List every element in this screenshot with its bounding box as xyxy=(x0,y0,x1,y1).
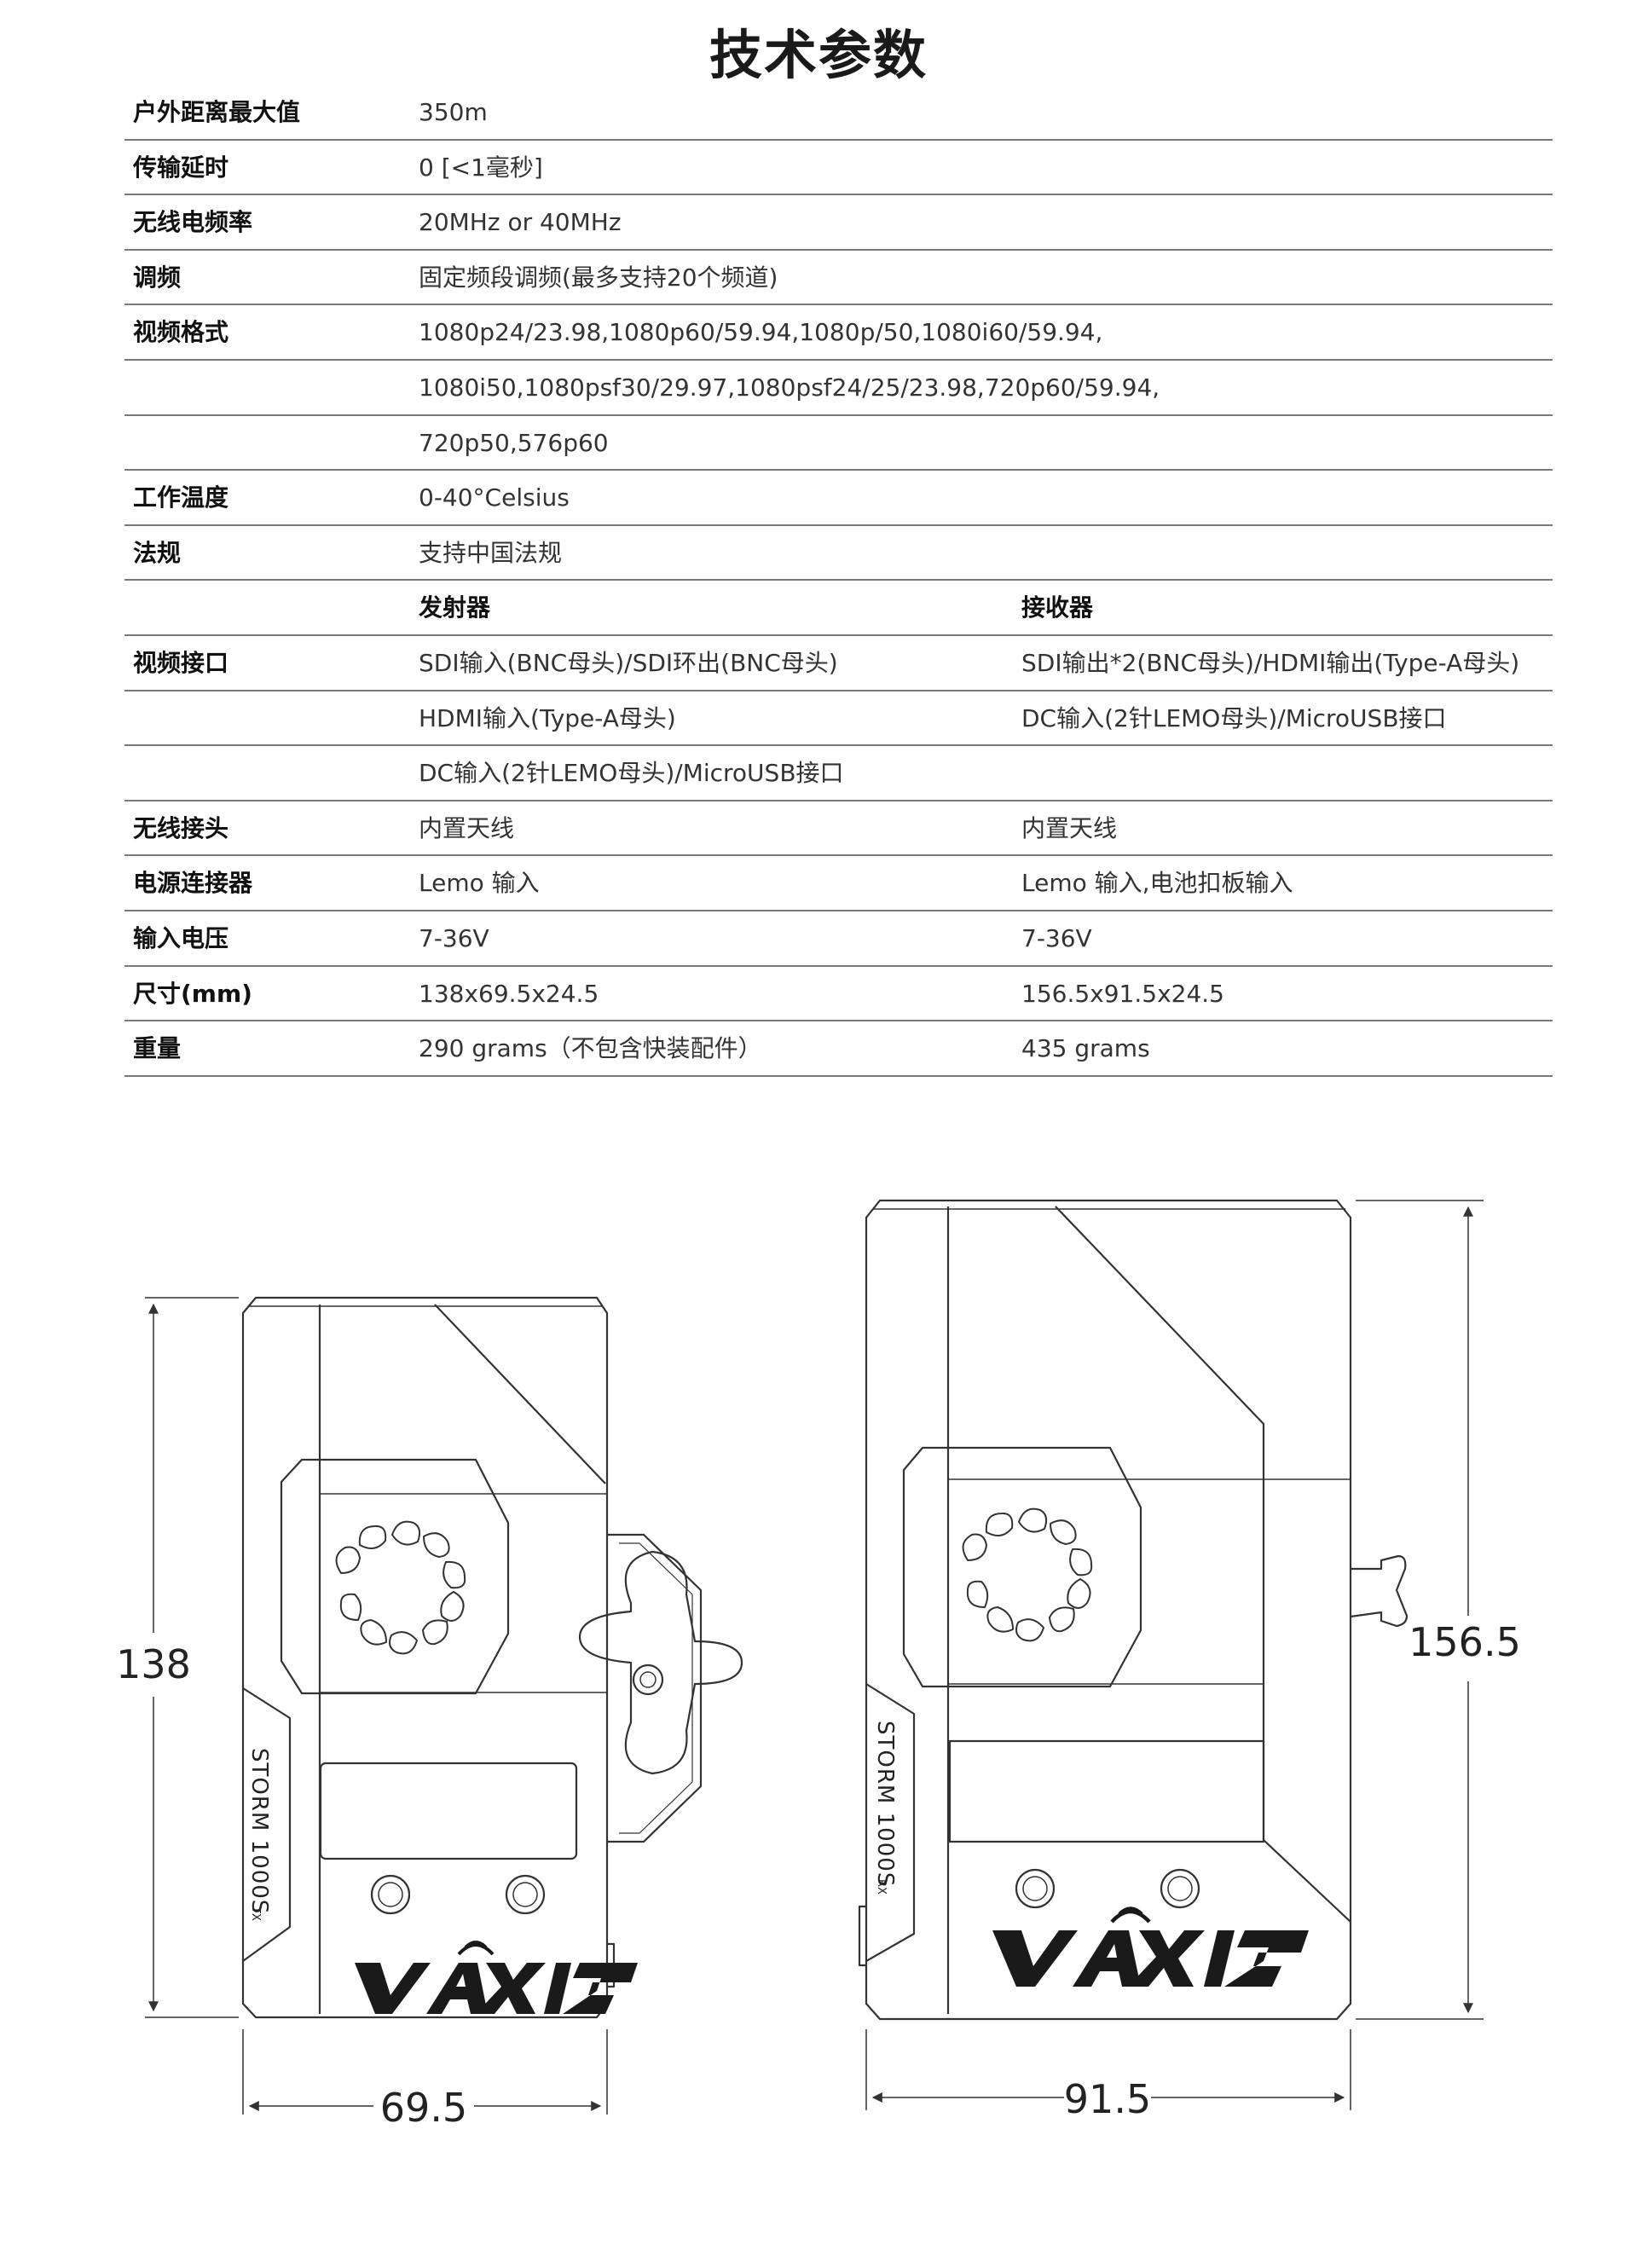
spec-row: 输入电压 7-36V 7-36V xyxy=(124,911,1553,967)
spec-value-transmitter: Lemo 输入 xyxy=(419,869,540,898)
spec-value-receiver: 156.5x91.5x24.5 xyxy=(1021,979,1224,1008)
spec-value-receiver: SDI输出*2(BNC母头)/HDMI输出(Type-A母头) xyxy=(1021,648,1520,677)
tx-model-label: STORM 1000S xyxy=(246,1748,272,1914)
spec-row: 工作温度 0-40°Celsius xyxy=(124,471,1553,526)
tx-device xyxy=(241,1296,743,2019)
spec-value-transmitter: 0 [<1毫秒] xyxy=(419,153,543,182)
spec-label: 法规 xyxy=(133,538,182,567)
tx-logo xyxy=(355,1941,638,2014)
spec-label: 传输延时 xyxy=(133,153,229,182)
rx-width-dimension xyxy=(865,2029,1351,2110)
spec-label: 重量 xyxy=(133,1034,182,1063)
spec-row: 无线接头 内置天线 内置天线 xyxy=(124,801,1553,857)
spec-value-transmitter: 138x69.5x24.5 xyxy=(419,979,599,1008)
spec-value-transmitter: 350m xyxy=(419,98,488,126)
spec-row: 无线电频率 20MHz or 40MHz xyxy=(124,195,1553,251)
spec-row: 发射器 接收器 xyxy=(124,581,1553,636)
spec-value-transmitter: 1080i50,1080psf30/29.97,1080psf24/25/23.… xyxy=(419,373,1160,402)
spec-value-transmitter: SDI输入(BNC母头)/SDI环出(BNC母头) xyxy=(419,648,838,677)
spec-value-transmitter: 1080p24/23.98,1080p60/59.94,1080p/50,108… xyxy=(419,318,1103,347)
spec-label: 户外距离最大值 xyxy=(133,98,301,126)
tx-width-dimension xyxy=(242,2029,608,2115)
spec-row: 传输延时 0 [<1毫秒] xyxy=(124,141,1553,196)
tx-model-suffix: TX xyxy=(249,1906,262,1921)
spec-value-transmitter: 支持中国法规 xyxy=(419,538,563,567)
spec-row: 调频 固定频段调频(最多支持20个频道) xyxy=(124,251,1553,306)
tx-width-label: 69.5 xyxy=(380,2085,467,2131)
spec-value-transmitter: 290 grams（不包含快装配件） xyxy=(419,1034,762,1063)
page-title: 技术参数 xyxy=(709,24,928,86)
spec-label: 电源连接器 xyxy=(133,869,253,898)
tx-height-label: 138 xyxy=(116,1641,191,1687)
spec-value-transmitter: DC输入(2针LEMO母头)/MicroUSB接口 xyxy=(419,759,844,788)
spec-row: 1080i50,1080psf30/29.97,1080psf24/25/23.… xyxy=(124,361,1553,416)
rx-model-suffix: RX xyxy=(875,1879,888,1895)
spec-label: 输入电压 xyxy=(133,923,229,952)
spec-value-transmitter: 0-40°Celsius xyxy=(419,483,570,512)
spec-row: 视频格式 1080p24/23.98,1080p60/59.94,1080p/50… xyxy=(124,305,1553,361)
rx-height-label: 156.5 xyxy=(1409,1619,1521,1665)
tx-height-dimension xyxy=(145,1297,239,2018)
spec-value-transmitter: HDMI输入(Type-A母头) xyxy=(419,703,676,732)
spec-row: HDMI输入(Type-A母头) DC输入(2针LEMO母头)/MicroUSB接… xyxy=(124,691,1553,747)
spec-value-receiver: DC输入(2针LEMO母头)/MicroUSB接口 xyxy=(1021,703,1447,732)
spec-label: 无线电频率 xyxy=(133,208,253,237)
spec-value-transmitter: 7-36V xyxy=(419,923,489,952)
rx-height-dimension xyxy=(1356,1200,1484,2020)
spec-value-receiver: 7-36V xyxy=(1021,923,1092,952)
rx-width-label: 91.5 xyxy=(1064,2076,1151,2122)
spec-value-receiver: Lemo 输入,电池扣板输入 xyxy=(1021,869,1293,898)
spec-row: 尺寸(mm) 138x69.5x24.5 156.5x91.5x24.5 xyxy=(124,967,1553,1022)
spec-value-transmitter: 内置天线 xyxy=(419,813,515,842)
spec-row: 电源连接器 Lemo 输入 Lemo 输入,电池扣板输入 xyxy=(124,856,1553,911)
spec-label: 调频 xyxy=(133,263,182,292)
spec-table: 户外距离最大值 350m 传输延时 0 [<1毫秒] 无线电频率 20MHz or 40M… xyxy=(124,85,1553,1077)
spec-row: DC输入(2针LEMO母头)/MicroUSB接口 xyxy=(124,746,1553,801)
rx-device xyxy=(858,1199,1409,2021)
spec-row: 视频接口 SDI输入(BNC母头)/SDI环出(BNC母头) SDI输出*2(BNC… xyxy=(124,636,1553,691)
spec-label: 尺寸(mm) xyxy=(133,979,252,1008)
rx-logo xyxy=(992,1906,1309,1987)
dimension-drawing: STORM 1000S TX 138 69.5 xyxy=(116,1199,1521,2131)
spec-value-receiver: 接收器 xyxy=(1021,593,1094,622)
spec-row: 法规 支持中国法规 xyxy=(124,526,1553,581)
spec-row: 重量 290 grams（不包含快装配件） 435 grams xyxy=(124,1021,1553,1077)
spec-label: 视频接口 xyxy=(133,648,229,677)
spec-value-transmitter: 20MHz or 40MHz xyxy=(419,208,622,237)
spec-row: 720p50,576p60 xyxy=(124,416,1553,472)
spec-value-transmitter: 发射器 xyxy=(419,593,491,622)
spec-label: 视频格式 xyxy=(133,318,229,347)
spec-value-receiver: 内置天线 xyxy=(1021,813,1118,842)
spec-value-transmitter: 720p50,576p60 xyxy=(419,428,609,457)
rx-model-label: STORM 1000S xyxy=(872,1721,898,1887)
spec-label: 工作温度 xyxy=(133,483,229,512)
spec-value-receiver: 435 grams xyxy=(1021,1034,1150,1063)
spec-label: 无线接头 xyxy=(133,813,229,842)
spec-value-transmitter: 固定频段调频(最多支持20个频道) xyxy=(419,263,778,292)
spec-row: 户外距离最大值 350m xyxy=(124,85,1553,141)
